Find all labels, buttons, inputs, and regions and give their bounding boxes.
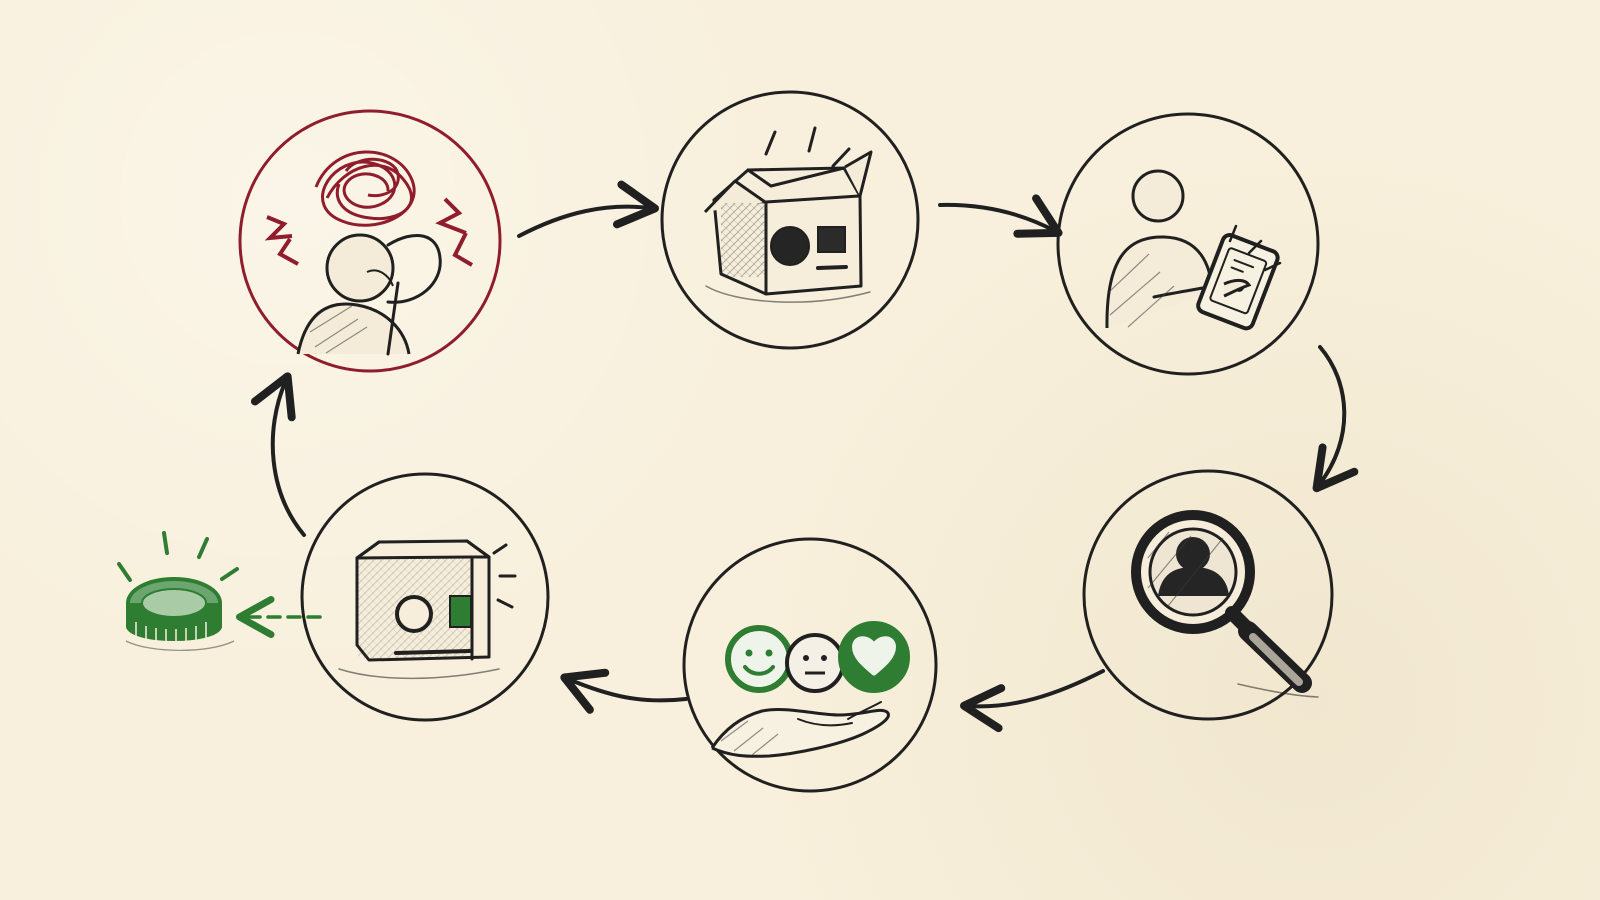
heart-rating-icon	[838, 621, 910, 693]
connector-arrows	[236, 180, 1359, 733]
arrow-new-product-to-frustration	[250, 372, 306, 537]
stage-new-product-box	[300, 472, 550, 722]
stage-person-using-tablet	[1056, 112, 1320, 376]
stage-frustrated-person-circle	[238, 109, 502, 373]
stage-frustrated-person	[238, 109, 502, 373]
new-product-box-icon	[338, 539, 517, 680]
happy-face-icon	[725, 625, 793, 693]
stage-product-box-circle	[660, 90, 920, 350]
stage-feedback	[682, 537, 938, 793]
arrow-feedback-to-new-product	[560, 668, 688, 714]
stage-new-product-box-circle	[300, 472, 550, 722]
stress-scribble-icon	[314, 150, 416, 227]
stage-product-box	[660, 90, 920, 350]
stage-magnifier-user-circle	[1082, 469, 1334, 721]
green-coin-icon	[117, 531, 239, 651]
arrow-tablet-to-magnifier	[1312, 345, 1359, 493]
stage-magnifier-user	[1082, 469, 1334, 721]
frustrated-person-icon	[264, 150, 474, 356]
reward-coin	[117, 531, 239, 651]
arrow-magnifier-to-feedback	[960, 669, 1105, 733]
stage-feedback-circle	[682, 537, 938, 793]
product-box-icon	[703, 126, 873, 303]
open-hand-icon	[710, 701, 890, 758]
neutral-face-icon	[785, 633, 845, 693]
arrow-frustration-to-product	[517, 180, 659, 238]
arrow-product-to-tablet	[938, 194, 1063, 238]
person-using-tablet-icon	[1105, 169, 1282, 331]
magnifying-glass-user-icon	[1131, 510, 1319, 698]
stress-lightning-icon	[264, 197, 474, 267]
feedback-faces-hand-icon	[710, 621, 910, 758]
stage-person-using-tablet-circle	[1056, 112, 1320, 376]
